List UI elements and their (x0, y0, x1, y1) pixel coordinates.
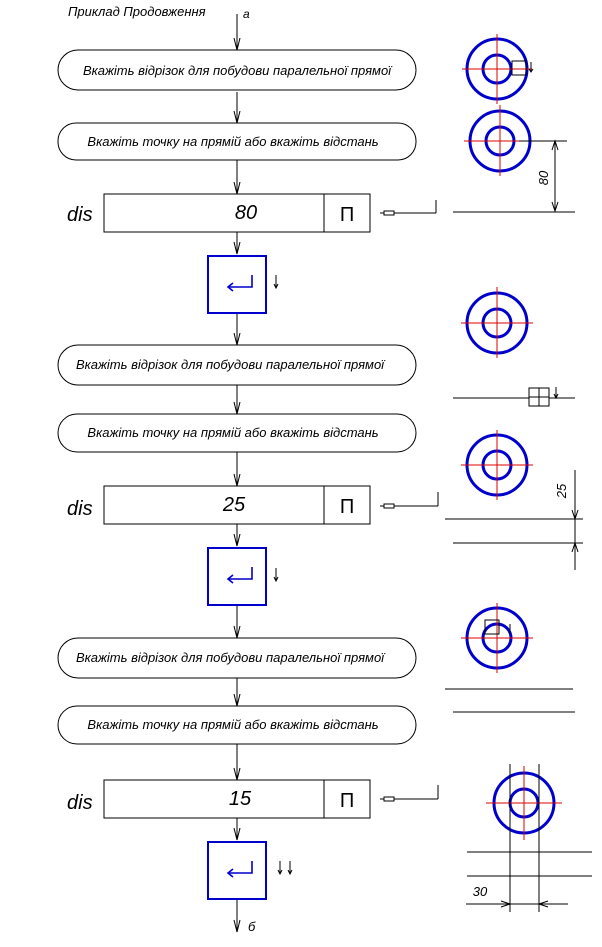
mode-button-1[interactable]: П (340, 204, 354, 226)
ruler-cursor-icon (528, 387, 559, 407)
arrow-down-icon (273, 568, 279, 583)
arrow-down-icon (277, 861, 293, 876)
prompt-point-3[interactable] (57, 705, 417, 745)
enter-button-1[interactable] (207, 255, 267, 314)
distance-input-1[interactable] (103, 193, 371, 233)
dimension-label-1: 80 (536, 170, 551, 185)
sketch-3: 30 (445, 603, 592, 912)
diagram-title: Приклад Продовження (68, 4, 206, 19)
distance-value-1: 80 (235, 202, 257, 224)
distance-input-3[interactable] (103, 779, 371, 819)
sketch-2: 25 (445, 287, 583, 570)
top-marker: а (243, 7, 250, 21)
enter-button-2[interactable] (207, 547, 267, 606)
prompt-point-2[interactable] (57, 413, 417, 453)
dis-label-3: dis (67, 792, 93, 814)
enter-key-icon (226, 567, 253, 584)
distance-input-2[interactable] (103, 485, 371, 525)
prompt-segment-1-text: Вкажіть відрізок для побудови паралельно… (83, 63, 393, 78)
enter-key-icon (226, 275, 253, 292)
mode-button-2[interactable]: П (340, 496, 354, 518)
step-2: Вкажіть відрізок для побудови паралельно… (57, 287, 583, 606)
arrow-down-icon (273, 275, 279, 290)
prompt-point-1-text: Вкажіть точку на прямій або вкажіть відс… (87, 134, 378, 149)
dimension-label-2: 25 (554, 483, 569, 499)
distance-value-2: 25 (222, 494, 246, 516)
leader-2 (380, 492, 439, 509)
prompt-point-2-text: Вкажіть точку на прямій або вкажіть відс… (87, 425, 378, 440)
leader-3 (380, 785, 439, 802)
bottom-marker: б (248, 919, 256, 934)
prompt-segment-2[interactable] (57, 344, 417, 386)
prompt-segment-3-text: Вкажіть відрізок для побудови паралельно… (76, 650, 386, 665)
prompt-segment-3[interactable] (57, 637, 417, 679)
enter-key-icon (226, 861, 253, 878)
prompt-point-3-text: Вкажіть точку на прямій або вкажіть відс… (87, 717, 378, 732)
dis-label-1: dis (67, 204, 93, 226)
sketch-1: 80 (453, 34, 575, 213)
step-1: Вкажіть відрізок для побудови паралельно… (57, 34, 575, 314)
enter-button-3[interactable] (207, 841, 267, 900)
step-3: Вкажіть відрізок для побудови паралельно… (57, 603, 592, 912)
prompt-segment-2-text: Вкажіть відрізок для побудови паралельно… (76, 357, 386, 372)
mode-button-3[interactable]: П (340, 790, 354, 812)
dimension-label-3: 30 (473, 884, 488, 899)
leader-1 (380, 200, 437, 216)
prompt-point-1[interactable] (57, 122, 417, 161)
prompt-segment-1[interactable] (57, 49, 417, 91)
dis-label-2: dis (67, 498, 93, 520)
distance-value-3: 15 (229, 788, 252, 810)
